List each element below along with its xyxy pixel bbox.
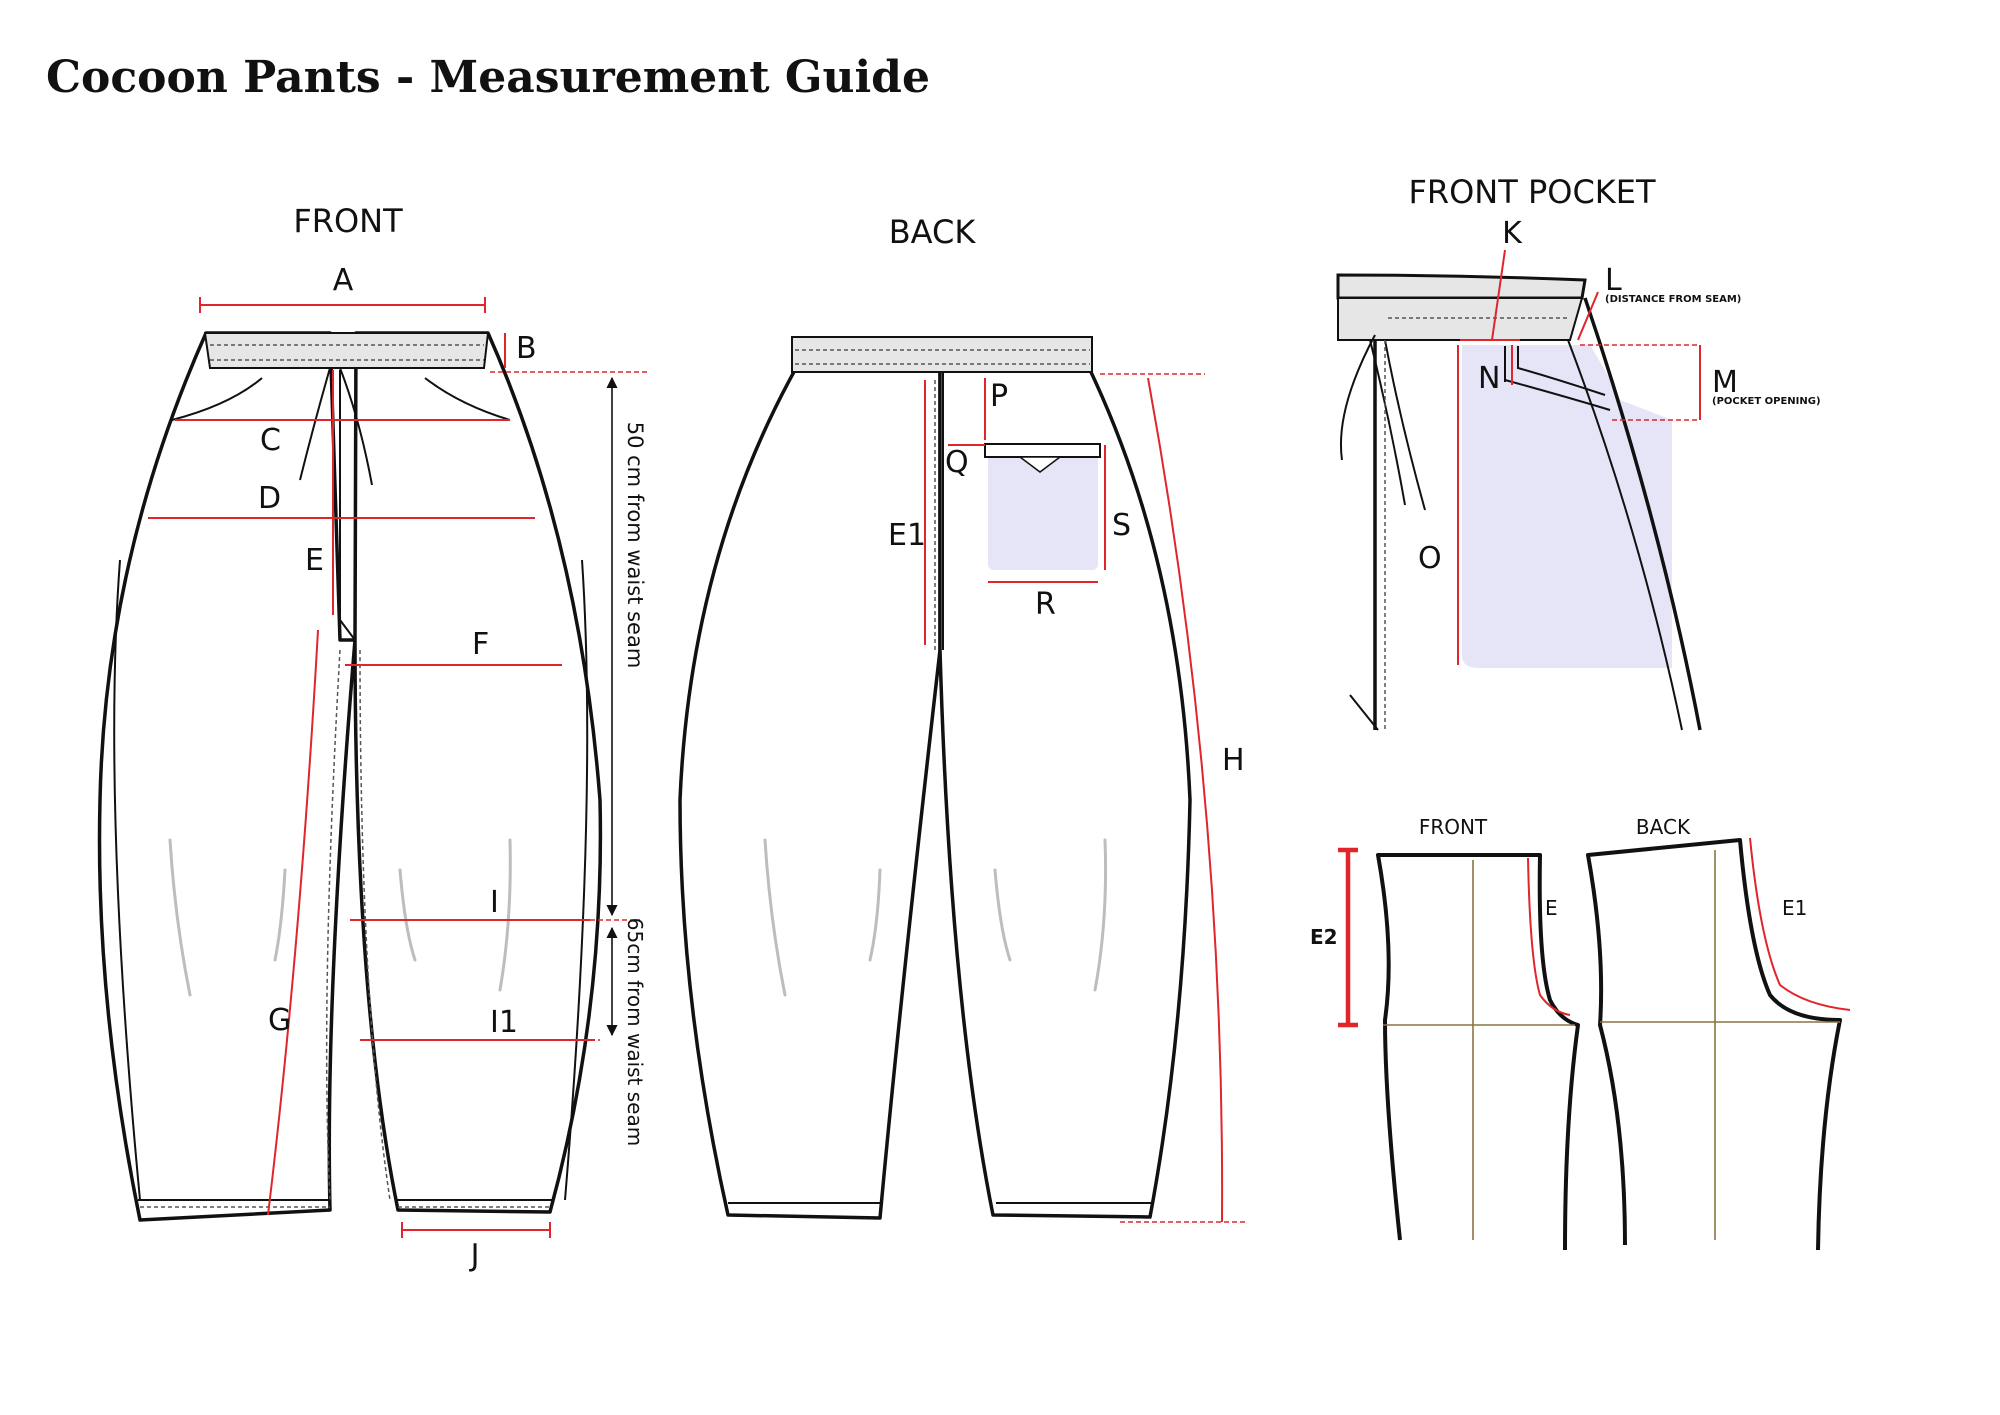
label-H: H	[1222, 743, 1245, 778]
label-N: N	[1478, 361, 1500, 396]
note-50cm: 50 cm from waist seam	[623, 422, 647, 669]
label-F: F	[472, 627, 489, 662]
back-view: BACK E1 P Q S R H	[678, 213, 1245, 1223]
label-R: R	[1035, 587, 1056, 622]
label-I1: I1	[490, 1005, 518, 1040]
label-E: E	[305, 543, 324, 578]
front-left-leg	[97, 331, 357, 1222]
front-pocket-heading: FRONT POCKET	[1408, 173, 1656, 211]
pattern-front-heading: FRONT	[1419, 815, 1488, 839]
label-O: O	[1418, 541, 1442, 576]
back-pocket	[988, 445, 1098, 570]
label-I: I	[490, 885, 499, 920]
page-title: Cocoon Pants - Measurement Guide	[46, 52, 930, 103]
label-E1: E1	[888, 518, 926, 553]
label-pattern-E1: E1	[1782, 896, 1807, 920]
note-distance-from-seam: (DISTANCE FROM SEAM)	[1605, 294, 1741, 305]
label-C: C	[260, 423, 281, 458]
note-65cm: 65cm from waist seam	[623, 918, 647, 1146]
pocket-flap-point	[1017, 456, 1063, 473]
back-left-leg	[678, 368, 942, 1220]
label-A: A	[333, 263, 354, 298]
measure-line-L	[1577, 291, 1599, 341]
label-M: M	[1712, 365, 1738, 400]
measure-line-pattern-E1	[1749, 837, 1851, 1011]
front-waistband	[203, 332, 490, 369]
front-right-leg	[353, 331, 603, 1214]
front-pocket-detail: FRONT POCKET K L (DISTANCE FROM SEAM) M …	[1336, 173, 1821, 731]
note-pocket-opening: (POCKET OPENING)	[1712, 396, 1821, 407]
label-G: G	[268, 1003, 291, 1038]
label-L: L	[1605, 263, 1622, 298]
label-pattern-E: E	[1545, 896, 1558, 920]
label-J: J	[469, 1238, 480, 1273]
measure-line-K	[1491, 249, 1506, 341]
pattern-pieces: FRONT BACK E E2 E1	[1310, 815, 1851, 1251]
measure-line-H	[1147, 377, 1224, 1223]
label-P: P	[990, 379, 1008, 414]
front-view-heading: FRONT	[293, 202, 403, 240]
label-Q: Q	[945, 445, 969, 480]
pattern-back-heading: BACK	[1636, 815, 1691, 839]
label-S: S	[1112, 508, 1131, 543]
label-E2: E2	[1310, 925, 1338, 949]
measure-line-pattern-E	[1527, 857, 1571, 1016]
front-pocket-bag-detail	[1462, 345, 1672, 668]
back-view-heading: BACK	[889, 213, 977, 251]
pattern-back-piece	[1586, 838, 1842, 1251]
drawstring	[299, 367, 331, 481]
pattern-front-piece	[1376, 853, 1580, 1251]
label-D: D	[258, 481, 281, 516]
measure-line-G	[267, 629, 319, 1216]
back-waistband	[791, 336, 1093, 373]
label-B: B	[516, 331, 537, 366]
front-view: FRONT	[97, 202, 650, 1273]
label-K: K	[1502, 216, 1523, 251]
